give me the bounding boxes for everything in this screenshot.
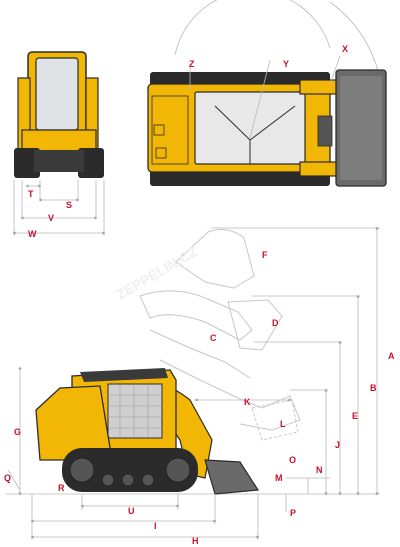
label-T: T	[28, 189, 34, 199]
label-U: U	[128, 506, 135, 516]
label-P: P	[290, 508, 297, 518]
label-Z: Z	[189, 59, 195, 69]
label-K: K	[244, 397, 251, 407]
label-Q: Q	[4, 473, 12, 483]
label-C: C	[210, 333, 217, 343]
side-view	[6, 226, 380, 540]
front-left-track	[14, 148, 40, 178]
label-V: V	[48, 213, 55, 223]
track	[62, 448, 198, 492]
label-W: W	[28, 229, 37, 239]
front-undercarriage	[34, 150, 84, 172]
label-L: L	[280, 419, 286, 429]
label-E: E	[352, 411, 359, 421]
label-J: J	[335, 440, 341, 450]
top-view	[147, 0, 387, 187]
label-F: F	[262, 250, 268, 260]
label-X: X	[342, 44, 349, 54]
label-H: H	[192, 536, 199, 546]
cab-grille	[107, 383, 163, 439]
label-O: O	[289, 455, 297, 465]
label-M: M	[275, 473, 283, 483]
dimension-lines	[7, 226, 380, 540]
front-right-track	[78, 148, 104, 178]
front-cab-window	[35, 57, 79, 131]
engine-body	[35, 385, 113, 461]
label-G: G	[14, 427, 22, 437]
label-R: R	[58, 483, 65, 493]
label-A: A	[388, 351, 395, 361]
label-S: S	[66, 200, 73, 210]
label-N: N	[316, 465, 323, 475]
label-Y: Y	[283, 59, 290, 69]
label-B: B	[370, 383, 377, 393]
label-D: D	[272, 318, 279, 328]
front-view	[12, 51, 106, 236]
watermark: ZEPPELIN.CZ	[114, 243, 201, 303]
bucket	[204, 459, 260, 495]
raised-arm-outlines	[139, 229, 301, 441]
label-I: I	[154, 521, 157, 531]
